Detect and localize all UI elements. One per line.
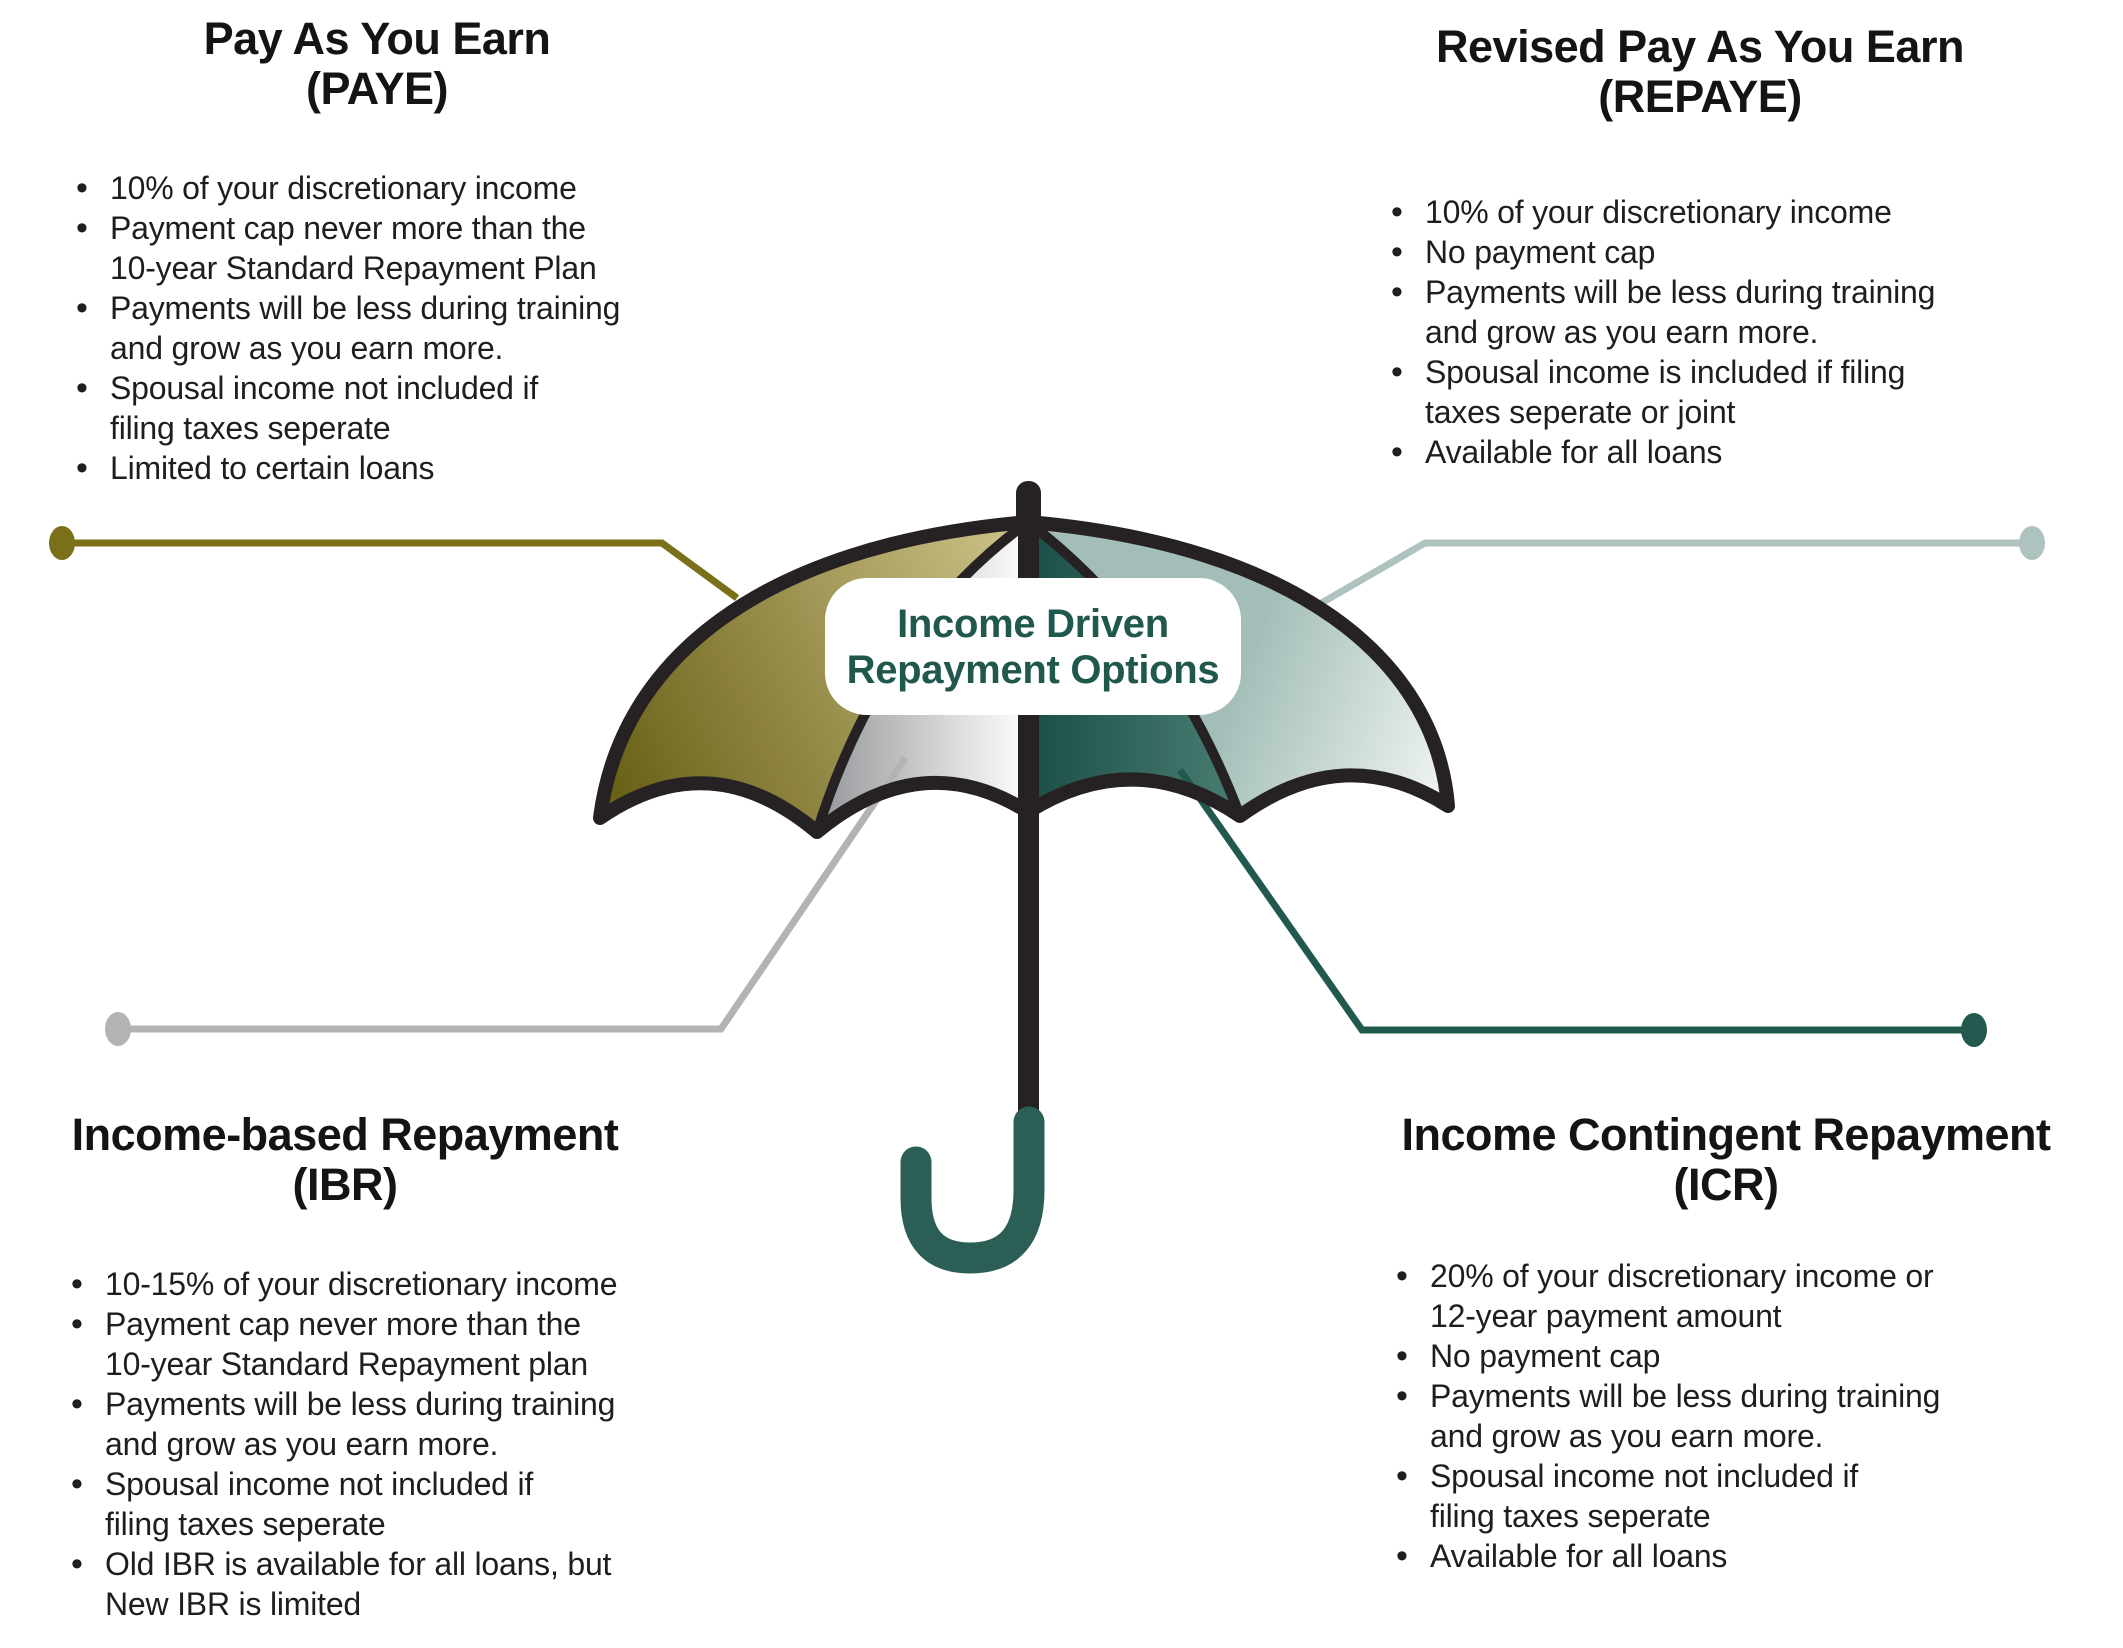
bullet-item: Limited to certain loans — [76, 448, 620, 488]
section-icr-heading: Income Contingent Repayment (ICR) — [1360, 1110, 2092, 1210]
plan-title-icr: Income Contingent Repayment — [1401, 1109, 2051, 1160]
bullet-item: 10% of your discretionary income — [76, 168, 620, 208]
plan-title-repaye: Revised Pay As You Earn — [1436, 21, 1964, 72]
bullet-item: Spousal income is included if filing tax… — [1391, 352, 1935, 432]
bullet-item: Available for all loans — [1391, 432, 1935, 472]
bullet-item: Payment cap never more than the 10-year … — [76, 208, 620, 288]
bullet-list-icr: 20% of your discretionary income or 12-y… — [1396, 1256, 1940, 1576]
bullet-item: Payments will be less during training an… — [76, 288, 620, 368]
bullet-item: Payments will be less during training an… — [1396, 1376, 1940, 1456]
bullet-item: 20% of your discretionary income or 12-y… — [1396, 1256, 1940, 1336]
connector-line-ibr — [128, 756, 908, 1033]
bullet-item: Old IBR is available for all loans, but … — [71, 1544, 617, 1624]
bullet-item: 10-15% of your discretionary income — [71, 1264, 618, 1304]
connector-line-repaye — [1316, 539, 2022, 609]
bullet-item: Payment cap never more than the 10-year … — [71, 1304, 617, 1384]
bullet-item: No payment cap — [1396, 1336, 1940, 1376]
plan-title-ibr: Income-based Repayment — [71, 1109, 619, 1160]
connector-dot-ibr — [105, 1012, 131, 1046]
bullet-item: 10% of your discretionary income — [1391, 192, 1935, 232]
bullet-list-paye: 10% of your discretionary incomePayment … — [76, 168, 620, 488]
bullet-item: Payments will be less during training an… — [1391, 272, 1935, 352]
bullet-item: No payment cap — [1391, 232, 1935, 272]
section-ibr: Income-based Repayment (IBR) 10-15% of y… — [45, 1110, 645, 1624]
connector-repaye — [1316, 526, 2045, 609]
bullet-list-repaye: 10% of your discretionary incomeNo payme… — [1391, 192, 1935, 472]
plan-abbr-ibr: (IBR) — [292, 1159, 398, 1210]
section-repaye: Revised Pay As You Earn (REPAYE) 10% of … — [1368, 22, 2032, 473]
center-label-text: Income Driven Repayment Options — [846, 601, 1220, 692]
connector-icr — [1177, 767, 1987, 1047]
plan-title-paye: Pay As You Earn — [203, 13, 551, 64]
bullet-item: Payments will be less during training an… — [71, 1384, 617, 1464]
plan-abbr-paye: (PAYE) — [305, 63, 449, 114]
umbrella-handle-hook — [900, 1106, 1045, 1274]
plan-abbr-repaye: (REPAYE) — [1598, 71, 1802, 122]
section-paye: Pay As You Earn (PAYE) 10% of your discr… — [62, 14, 692, 489]
umbrella-finial — [1016, 481, 1041, 533]
bullet-list-ibr: 10-15% of your discretionary incomePayme… — [71, 1264, 618, 1624]
section-ibr-heading: Income-based Repayment (IBR) — [45, 1110, 645, 1210]
connector-ibr — [105, 756, 908, 1046]
bullet-item: Spousal income not included if filing ta… — [1396, 1456, 1940, 1536]
umbrella-canopy-edge — [593, 515, 1455, 839]
section-paye-heading: Pay As You Earn (PAYE) — [62, 14, 692, 114]
connector-dot-icr — [1961, 1013, 1987, 1047]
section-icr: Income Contingent Repayment (ICR) 20% of… — [1360, 1110, 2092, 1577]
connector-dot-paye — [49, 526, 75, 560]
section-repaye-heading: Revised Pay As You Earn (REPAYE) — [1368, 22, 2032, 122]
connector-line-icr — [1177, 767, 1965, 1034]
connector-line-paye — [70, 539, 740, 601]
connectors — [49, 526, 2045, 1047]
bullet-item: Spousal income not included if filing ta… — [71, 1464, 617, 1544]
center-label: Income Driven Repayment Options — [825, 578, 1241, 715]
connector-dot-repaye — [2019, 526, 2045, 560]
bullet-item: Spousal income not included if filing ta… — [76, 368, 620, 448]
bullet-item: Available for all loans — [1396, 1536, 1940, 1576]
plan-abbr-icr: (ICR) — [1673, 1159, 1779, 1210]
connector-paye — [49, 526, 740, 601]
